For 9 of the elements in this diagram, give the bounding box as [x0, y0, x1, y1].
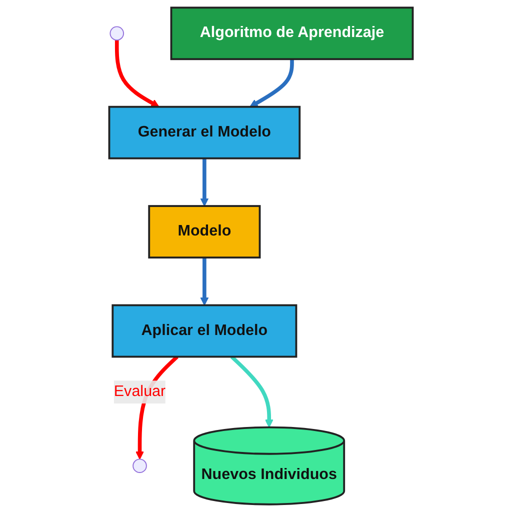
node-box	[112, 304, 298, 358]
node-box	[170, 6, 414, 60]
node-box	[108, 106, 301, 160]
arrow	[200, 158, 209, 206]
arrow	[114, 40, 160, 108]
arrow	[200, 258, 209, 306]
arrow	[250, 59, 294, 108]
node-box	[148, 205, 261, 258]
arrow	[230, 355, 274, 428]
